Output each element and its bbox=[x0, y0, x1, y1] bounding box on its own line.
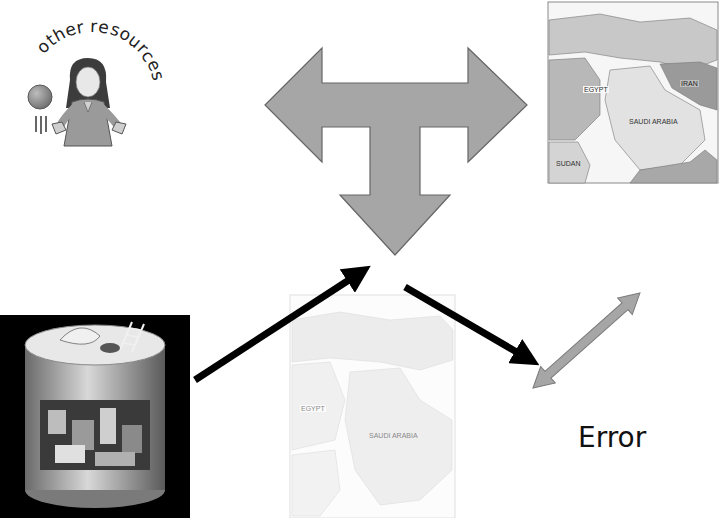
caption-letter: s bbox=[148, 69, 167, 82]
caption-letter: e bbox=[97, 18, 110, 37]
cylinder-illustration bbox=[0, 315, 190, 518]
flow-arrow bbox=[195, 278, 352, 380]
map-label: SUDAN bbox=[555, 160, 582, 167]
caption-letter: r bbox=[75, 19, 85, 37]
map-label: IRAN bbox=[680, 80, 699, 87]
error-label: Error bbox=[578, 424, 646, 452]
caption-letter: t bbox=[43, 31, 59, 49]
faded-map bbox=[290, 295, 455, 518]
caption-letter bbox=[84, 18, 91, 35]
caption-letter: u bbox=[125, 32, 144, 52]
caption-letter: c bbox=[138, 47, 157, 64]
map-label: SAUDI ARABIA bbox=[628, 118, 679, 125]
caption-letter: e bbox=[144, 57, 164, 74]
caption-letter: s bbox=[108, 21, 122, 40]
caption-letter: r bbox=[90, 18, 98, 35]
caption-letter: o bbox=[116, 25, 133, 45]
map-label: EGYPT bbox=[300, 405, 326, 412]
caption-letter: o bbox=[34, 37, 53, 56]
caption-letter: e bbox=[63, 20, 78, 39]
double-arrow bbox=[526, 285, 648, 396]
woman-clipart bbox=[28, 58, 126, 146]
map-label: EGYPT bbox=[583, 86, 609, 93]
caption-letter: r bbox=[134, 40, 151, 57]
caption-letter: h bbox=[51, 25, 69, 45]
middle-east-map bbox=[548, 2, 718, 183]
map-label: SAUDI ARABIA bbox=[368, 432, 419, 439]
flow-arrow bbox=[405, 287, 520, 354]
t-arrow bbox=[265, 48, 527, 255]
